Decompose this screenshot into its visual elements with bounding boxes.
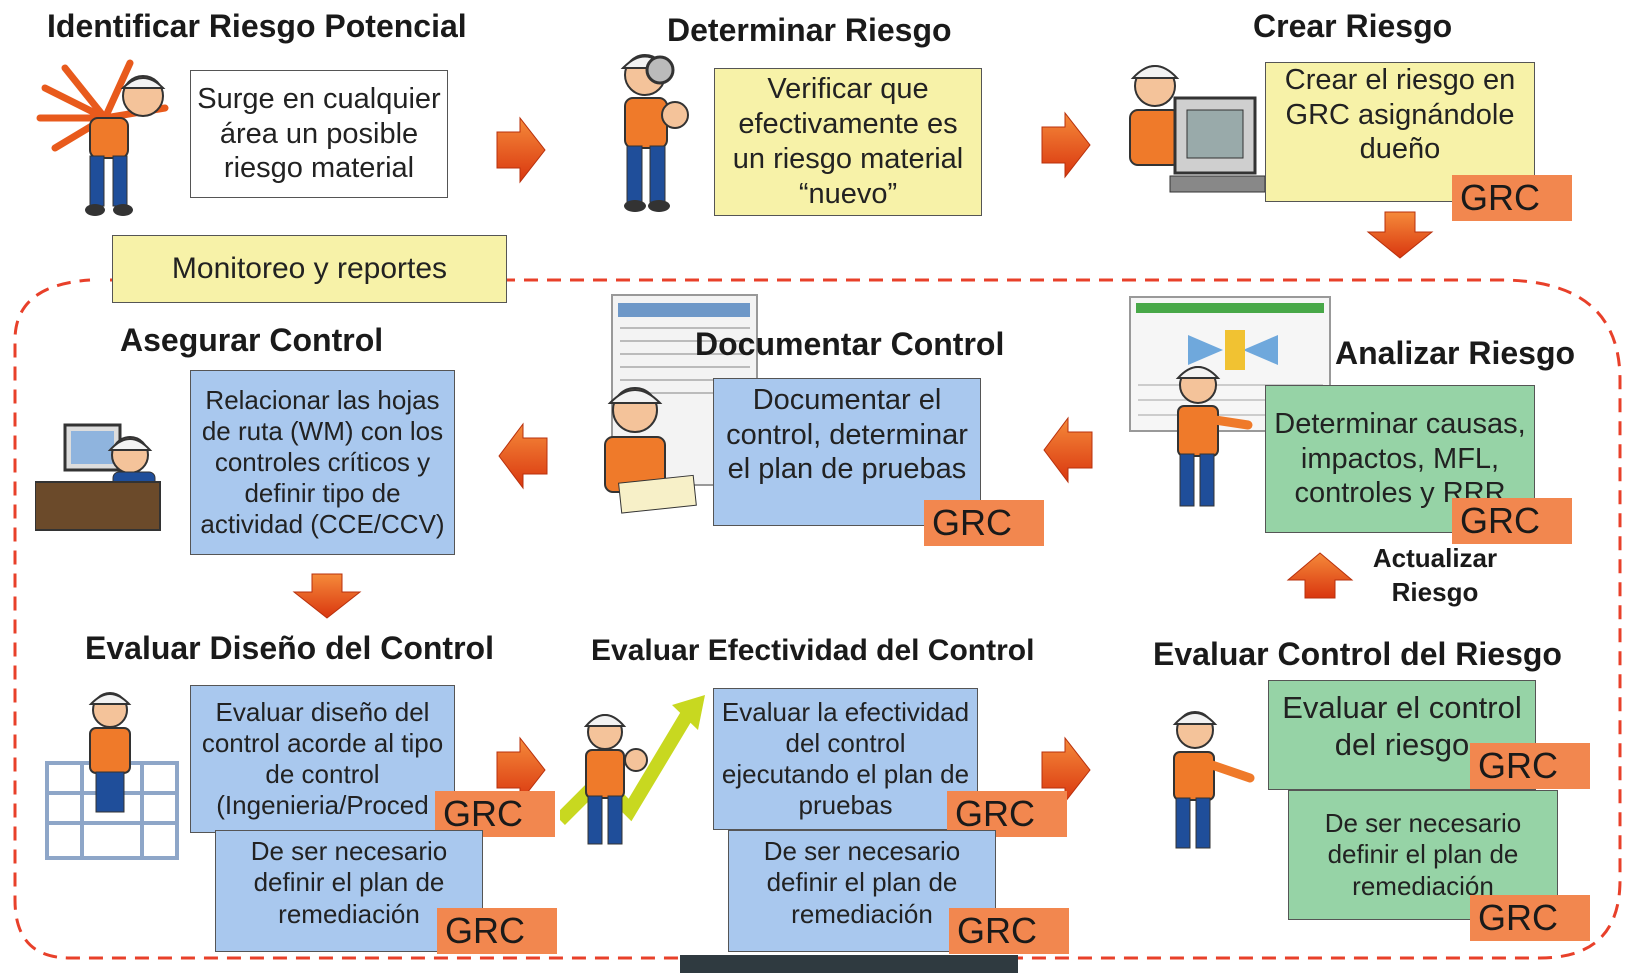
grc-badge-remediacion-riesgo: GRC [1470, 895, 1590, 941]
title-documentar: Documentar Control [695, 326, 1005, 362]
text-evaluar-diseno: Evaluar diseño del control acorde al tip… [201, 696, 444, 821]
label-actualizar-riesgo: Actualizar Riesgo [1360, 542, 1510, 610]
bottom-bar [680, 955, 1018, 973]
text-determinar: Verificar que efectivamente es un riesgo… [732, 73, 964, 210]
arrow-left-1 [1043, 416, 1093, 484]
text-asegurar: Relacionar las hojas de ruta (WM) con lo… [200, 384, 445, 540]
text-evaluar-efectividad: Evaluar la efectividad del control ejecu… [721, 696, 970, 821]
arrow-left-2 [498, 422, 548, 490]
loop-boundary [13, 278, 1622, 960]
text-monitoreo: Monitoreo y reportes [171, 252, 448, 285]
text-remediacion-diseno: De ser necesario definir el plan de reme… [250, 836, 448, 929]
grc-badge-evaluar-riesgo: GRC [1470, 743, 1590, 789]
grc-badge-remediacion-efectividad: GRC [949, 908, 1069, 954]
arrow-right-3 [496, 736, 546, 804]
grc-badge-analizar: GRC [1452, 498, 1572, 544]
title-analizar: Analizar Riesgo [1335, 335, 1576, 371]
title-identificar: Identificar Riesgo Potencial [47, 8, 467, 44]
box-determinar: Verificar que efectivamente es un riesgo… [714, 68, 982, 216]
text-crear: Crear el riesgo en GRC asignándole dueño [1284, 63, 1516, 166]
text-analizar: Determinar causas, impactos, MFL, contro… [1274, 407, 1526, 510]
box-identificar: Surge en cualquier área un posible riesg… [190, 70, 448, 198]
text-evaluar-riesgo: Evaluar el control del riesgo [1282, 689, 1522, 762]
grc-badge-remediacion-diseno: GRC [437, 908, 557, 954]
title-evaluar-diseno: Evaluar Diseño del Control [85, 630, 494, 666]
arrow-right-2 [1041, 111, 1091, 179]
title-asegurar: Asegurar Control [120, 322, 384, 358]
box-evaluar-efectividad: Evaluar la efectividad del control ejecu… [713, 688, 978, 830]
arrow-right-1 [496, 116, 546, 184]
label-actualizar-line1: Actualizar [1372, 543, 1498, 573]
grc-badge-evaluar-efectividad: GRC [947, 791, 1067, 837]
box-monitoreo: Monitoreo y reportes [112, 235, 507, 303]
title-evaluar-efectividad: Evaluar Efectividad del Control [591, 634, 1035, 667]
text-identificar: Surge en cualquier área un posible riesg… [197, 82, 441, 185]
grc-badge-documentar: GRC [924, 500, 1044, 546]
grc-badge-evaluar-diseno: GRC [435, 791, 555, 837]
text-remediacion-riesgo: De ser necesario definir el plan de reme… [1324, 808, 1522, 901]
box-remediacion-efectividad: De ser necesario definir el plan de reme… [728, 830, 996, 952]
title-crear: Crear Riesgo [1253, 8, 1453, 44]
box-remediacion-diseno: De ser necesario definir el plan de reme… [215, 830, 483, 952]
arrow-down-2 [292, 573, 362, 619]
title-evaluar-riesgo: Evaluar Control del Riesgo [1153, 636, 1562, 672]
text-documentar: Documentar el control, determinar el pla… [726, 383, 968, 486]
arrow-up-1 [1286, 552, 1354, 599]
box-asegurar: Relacionar las hojas de ruta (WM) con lo… [190, 370, 455, 555]
grc-badge-crear: GRC [1452, 175, 1572, 221]
text-remediacion-efectividad: De ser necesario definir el plan de reme… [763, 836, 961, 929]
box-evaluar-diseno: Evaluar diseño del control acorde al tip… [190, 685, 455, 833]
arrow-right-4 [1041, 736, 1091, 804]
arrow-down-1 [1366, 211, 1434, 259]
title-determinar: Determinar Riesgo [667, 12, 952, 48]
label-actualizar-line2: Riesgo [1391, 576, 1479, 607]
